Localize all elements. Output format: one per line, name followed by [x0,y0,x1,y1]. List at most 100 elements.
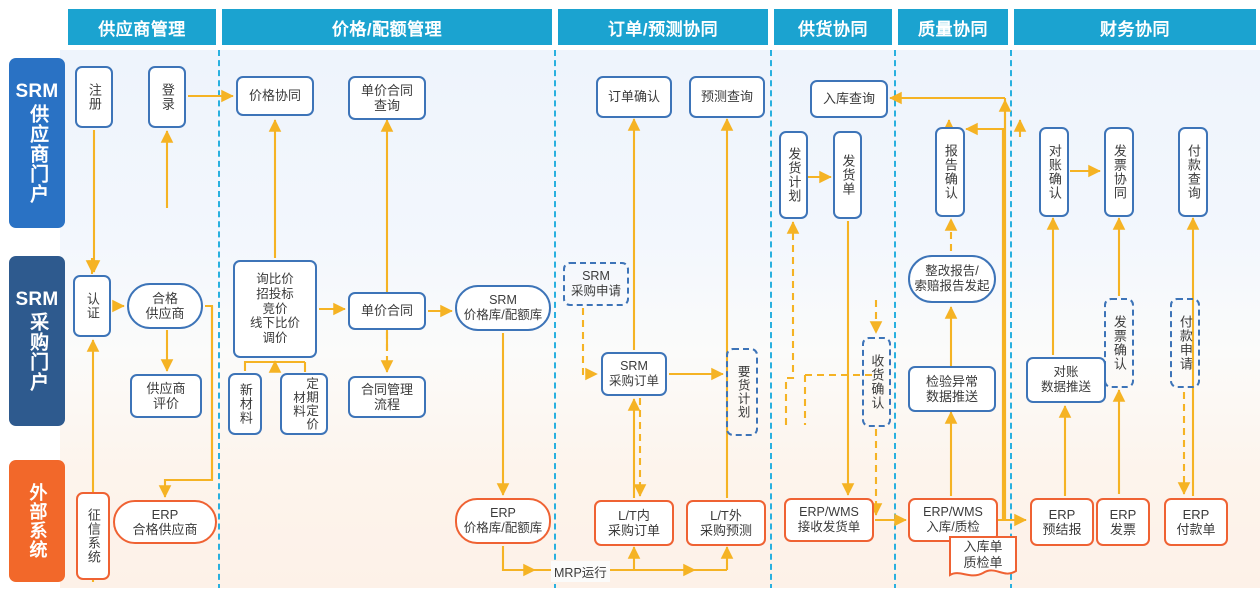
node-erp-price-quota-library[interactable]: ERP 价格库/配额库 [455,498,551,544]
node-label: 合同管理 流程 [360,381,413,412]
node-label: 发票确认 [1111,315,1127,371]
node-label: 订单确认 [607,89,660,105]
node-label: 付款申请 [1177,315,1193,371]
node-label: 入库单 质检单 [963,539,1003,570]
node-login[interactable]: 登录 [148,66,186,128]
node-label: L/T外 采购预测 [699,507,752,538]
node-label: 登录 [159,83,175,111]
node-reconciliation-data-push[interactable]: 对账 数据推送 [1026,357,1106,403]
node-periodic-priced-material[interactable]: 定期定价材料 [280,373,328,435]
node-erp-wms-receive-delivery[interactable]: ERP/WMS 接收发货单 [784,498,874,542]
node-unit-contract-query[interactable]: 单价合同 查询 [348,76,426,120]
node-label: 合格 供应商 [145,290,185,321]
column-header-order-forecast: 订单/预测协同 [558,9,768,45]
node-label: ERP 合格供应商 [132,506,198,537]
node-erp-presettlement-report[interactable]: ERP 预结报 [1030,498,1094,546]
node-inbound-query[interactable]: 入库查询 [810,80,888,118]
swimlane-srm-supplier-portal: SRM 供应商门户 [9,58,65,228]
column-divider [1010,50,1012,590]
node-forecast-query[interactable]: 预测查询 [689,76,765,118]
node-srm-purchase-order[interactable]: SRM 采购订单 [601,352,667,396]
node-label: 供应商 评价 [146,380,186,411]
column-header-label: 财务协同 [1100,19,1170,39]
node-certify[interactable]: 认证 [73,275,111,337]
swimlane-cjk-label: 采购门户 [27,311,49,392]
swimlane-cjk-label: 外部系统 [27,483,48,559]
node-label: 要货计划 [735,365,750,419]
node-invoice-collaboration[interactable]: 发票协同 [1104,127,1134,217]
column-divider [554,50,556,590]
column-header-label: 供应商管理 [98,19,186,39]
node-delivery-plan[interactable]: 发货计划 [779,131,808,219]
node-label: 收货确认 [869,354,885,410]
node-label: 报告确认 [942,144,958,200]
node-label: 付款查询 [1185,144,1201,200]
node-label: L/T内 采购订单 [607,507,660,538]
swimlane-external-systems: 外部系统 [9,460,65,582]
node-lt-outer-purchase-forecast[interactable]: L/T外 采购预测 [686,500,766,546]
node-label: 发货单 [840,154,856,196]
bottom-margin [0,588,1260,595]
column-header-supplier-mgmt: 供应商管理 [68,9,216,45]
node-label: 入库查询 [822,91,875,107]
column-header-label: 供货协同 [798,19,868,39]
node-label: ERP 预结报 [1042,506,1082,537]
node-label: 注册 [86,83,102,111]
node-supplier-evaluation[interactable]: 供应商 评价 [130,374,202,418]
node-label: 征信系统 [85,508,101,564]
node-label: 单价合同 [360,303,413,319]
node-label: ERP/WMS 接收发货单 [797,505,861,534]
node-label: 发票协同 [1111,144,1127,200]
node-label: ERP 价格库/配额库 [463,506,543,535]
column-header-quality-collab: 质量协同 [898,9,1008,45]
node-register[interactable]: 注册 [75,66,113,128]
node-new-material[interactable]: 新材料 [228,373,262,435]
column-divider [770,50,772,590]
column-divider [894,50,896,590]
column-header-label: 价格/配额管理 [331,19,443,39]
node-payment-query[interactable]: 付款查询 [1178,127,1208,217]
node-inbound-inspection-document[interactable]: 入库单 质检单 [948,535,1018,581]
node-rectify-claim-report[interactable]: 整改报告/ 索赔报告发起 [908,255,996,303]
column-header-supply-collab: 供货协同 [774,9,892,45]
node-credit-system[interactable]: 征信系统 [76,492,110,580]
node-label: 对账确认 [1046,144,1062,200]
node-contract-management-flow[interactable]: 合同管理 流程 [348,376,426,418]
line-label-text: MRP运行 [554,566,607,580]
column-header-finance-collab: 财务协同 [1014,9,1256,45]
document-shape-icon [949,536,1017,577]
node-label: 询比价 招投标 竞价 线下比价 调价 [249,272,300,346]
node-erp-qualified-supplier[interactable]: ERP 合格供应商 [113,500,217,544]
swimlane-srm-purchase-portal: SRM 采购门户 [9,256,65,426]
node-receipt-confirmation[interactable]: 收货确认 [862,337,891,427]
node-srm-purchase-requisition[interactable]: SRM 采购申请 [563,262,629,306]
node-label: 价格协同 [248,88,301,104]
swimlane-latin-label: SRM [15,289,59,311]
column-divider [218,50,220,590]
node-report-confirmation[interactable]: 报告确认 [935,127,965,217]
node-unit-contract[interactable]: 单价合同 [348,292,426,330]
node-label: 对账 数据推送 [1040,365,1091,394]
node-label: 整改报告/ 索赔报告发起 [914,264,990,293]
node-label: 新材料 [237,383,253,425]
node-order-confirmation[interactable]: 订单确认 [596,76,672,118]
node-payment-request[interactable]: 付款申请 [1170,298,1200,388]
node-label: 单价合同 查询 [360,82,413,113]
node-invoice-confirmation[interactable]: 发票确认 [1104,298,1134,388]
label-mrp-run: MRP运行 [551,561,610,582]
node-qualified-supplier[interactable]: 合格 供应商 [127,283,203,329]
node-reconciliation-confirmation[interactable]: 对账确认 [1039,127,1069,217]
node-price-collaboration[interactable]: 价格协同 [236,76,314,116]
node-inspection-abnormal-push[interactable]: 检验异常 数据推送 [908,366,996,412]
node-label: ERP 付款单 [1176,506,1216,537]
node-delivery-note[interactable]: 发货单 [833,131,862,219]
node-srm-price-quota-library[interactable]: SRM 价格库/配额库 [455,285,551,331]
node-erp-payment-document[interactable]: ERP 付款单 [1164,498,1228,546]
node-demand-plan[interactable]: 要货计划 [726,348,758,436]
node-label: 预测查询 [700,89,753,105]
node-label: 发货计划 [786,147,802,203]
node-lt-inner-purchase-order[interactable]: L/T内 采购订单 [594,500,674,546]
node-inquiry-bidding[interactable]: 询比价 招投标 竞价 线下比价 调价 [233,260,317,358]
node-erp-invoice[interactable]: ERP 发票 [1096,498,1150,546]
